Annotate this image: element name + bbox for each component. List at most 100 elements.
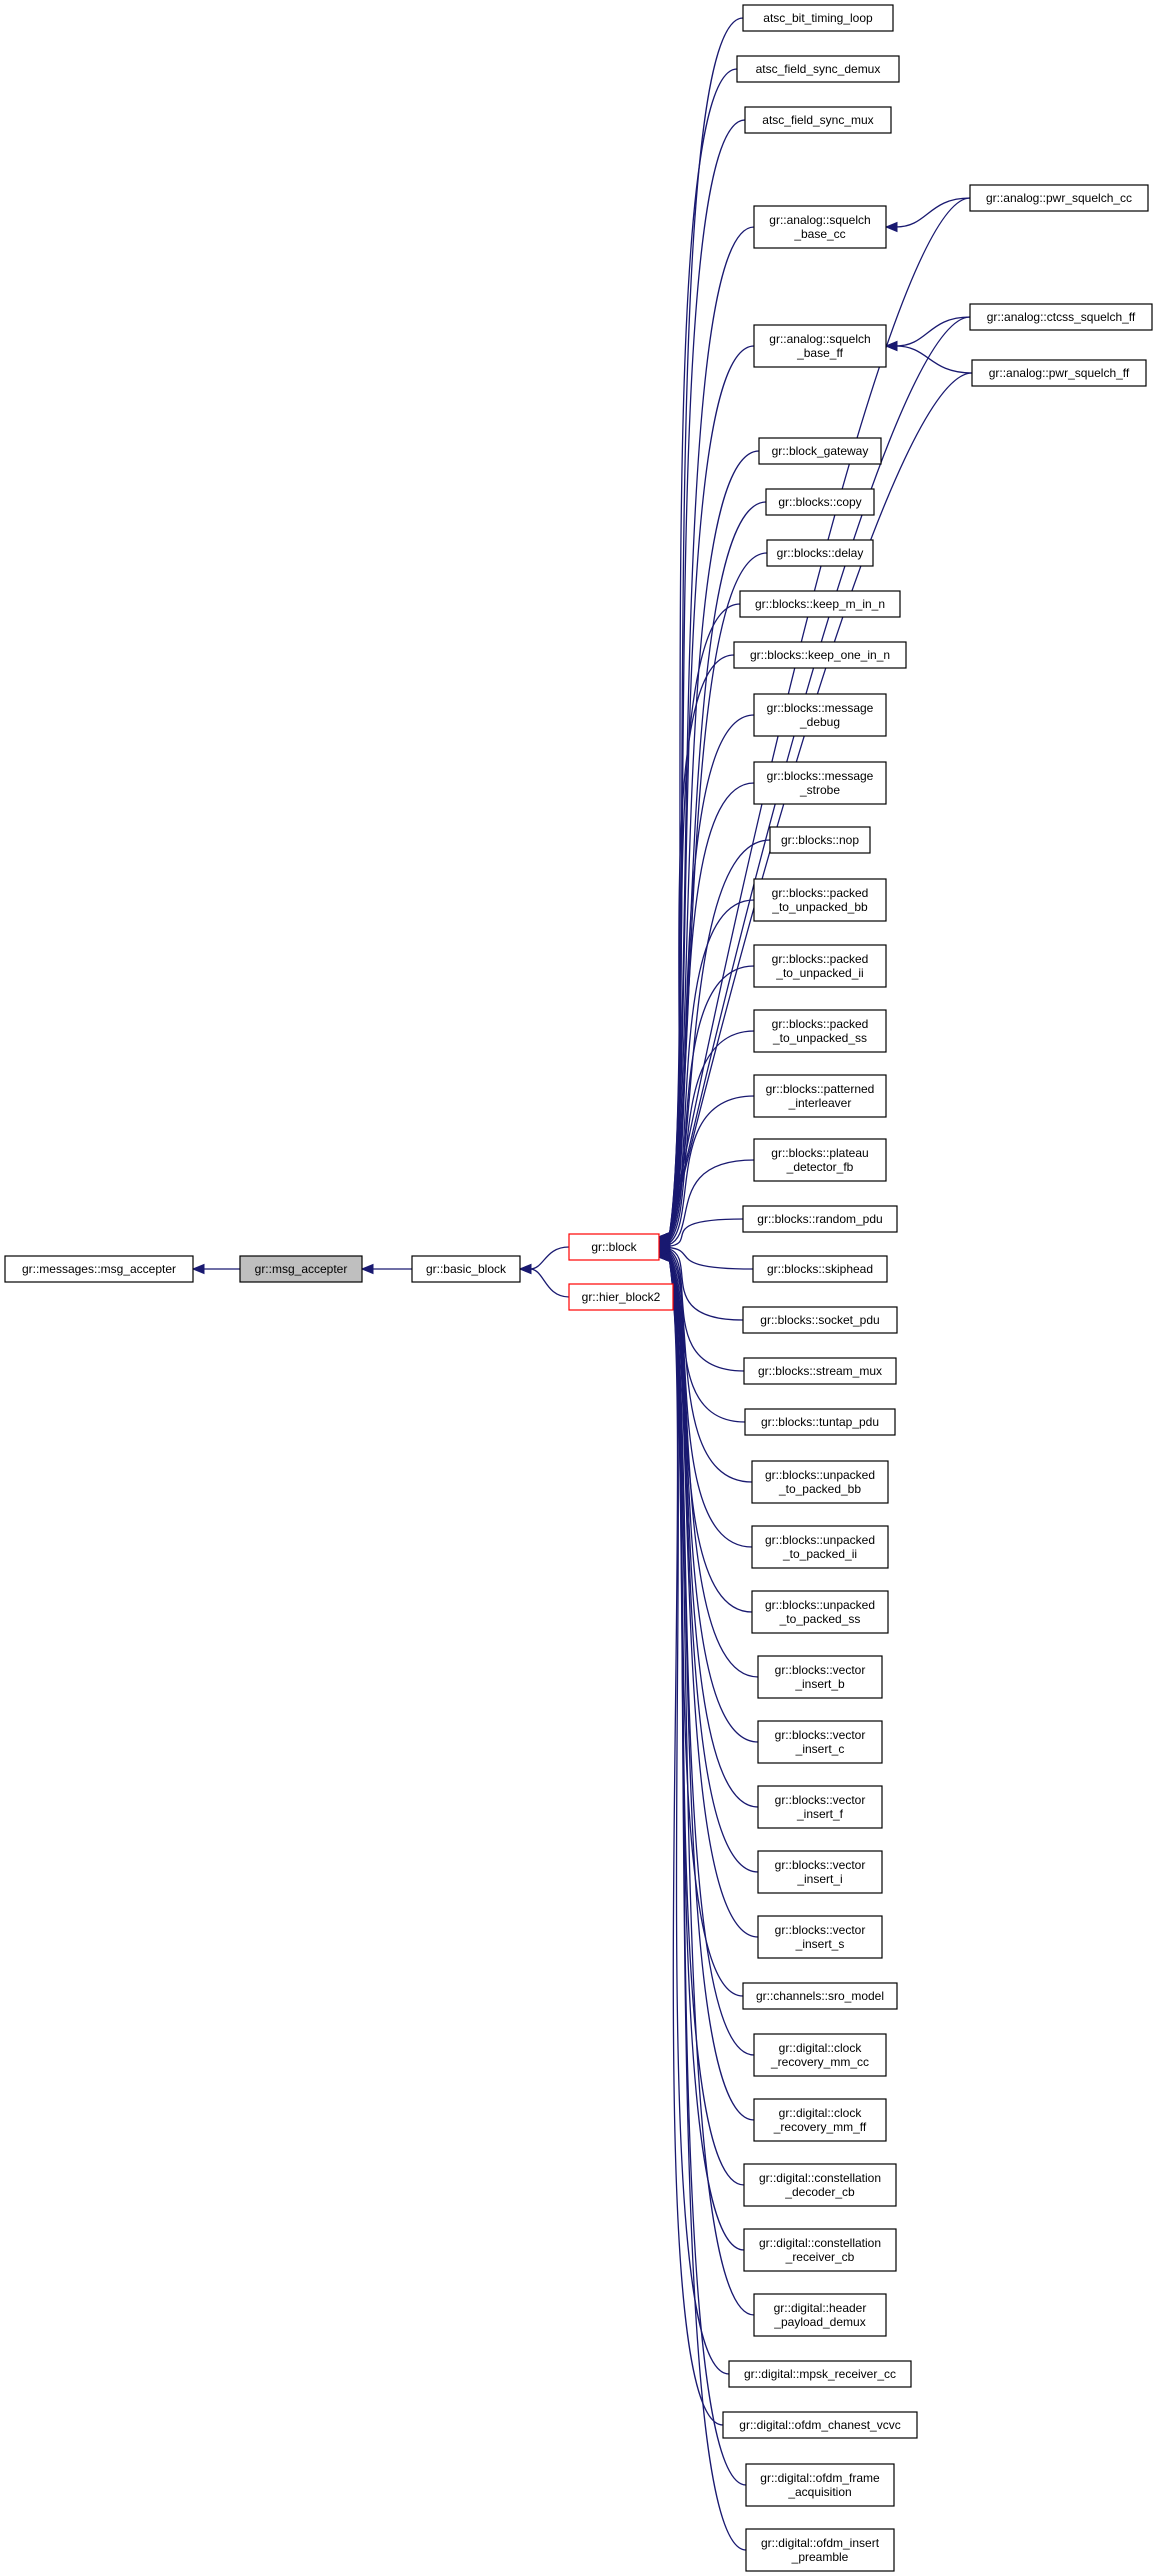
edge-line	[668, 1252, 753, 1483]
node-label: gr::digital::ofdm_insert	[761, 2536, 880, 2550]
node-label: gr::blocks::packed	[772, 886, 869, 900]
node-ofdm-insert-preamble[interactable]: gr::digital::ofdm_insert_preamble	[745, 2528, 895, 2572]
edge-line	[668, 119, 746, 1238]
node-packed-to-unpacked-ii[interactable]: gr::blocks::packed_to_unpacked_ii	[753, 944, 887, 988]
nodes-layer: gr::messages::msg_accepter gr::msg_accept…	[4, 4, 1153, 2572]
node-ofdm-chanest-vcvc[interactable]: gr::digital::ofdm_chanest_vcvc	[722, 2411, 918, 2439]
edge-line	[668, 782, 755, 1238]
node-box	[757, 1720, 883, 1764]
node-constellation-receiver-cb[interactable]: gr::digital::constellation_receiver_cb	[743, 2228, 897, 2272]
node-atsc-field-sync-demux[interactable]: atsc_field_sync_demux	[736, 55, 900, 83]
node-unpacked-to-packed-bb[interactable]: gr::blocks::unpacked_to_packed_bb	[751, 1460, 889, 1504]
edge-arrowhead	[518, 1263, 532, 1275]
node-sro-model[interactable]: gr::channels::sro_model	[742, 1982, 898, 2010]
node-constellation-decoder-cb[interactable]: gr::digital::constellation_decoder_cb	[743, 2163, 897, 2207]
node-box	[745, 2463, 895, 2507]
node-label: _to_packed_ii	[782, 1547, 857, 1561]
node-vector-insert-s[interactable]: gr::blocks::vector_insert_s	[757, 1915, 883, 1959]
node-box	[769, 826, 871, 854]
edge-arrowhead	[657, 1251, 671, 1263]
node-clock-recovery-mm-cc[interactable]: gr::digital::clock_recovery_mm_cc	[753, 2033, 887, 2077]
node-label: atsc_bit_timing_loop	[763, 11, 873, 25]
node-box	[765, 488, 875, 516]
node-vector-insert-f[interactable]: gr::blocks::vector_insert_f	[757, 1785, 883, 1829]
node-label: _recovery_mm_ff	[773, 2120, 867, 2134]
edge-ofdm-insert-preamble-to-block	[657, 1251, 747, 2551]
node-msg-accepter[interactable]: gr::msg_accepter	[239, 1255, 363, 1283]
edge-line	[668, 1254, 753, 1548]
node-block-gateway[interactable]: gr::block_gateway	[758, 437, 882, 465]
edge-atsc-field-sync-demux-to-block	[657, 68, 738, 1243]
node-box	[757, 1785, 883, 1829]
node-vector-insert-c[interactable]: gr::blocks::vector_insert_c	[757, 1720, 883, 1764]
node-stream-mux[interactable]: gr::blocks::stream_mux	[743, 1357, 897, 1385]
node-skiphead[interactable]: gr::blocks::skiphead	[752, 1255, 888, 1283]
node-squelch-base-ff[interactable]: gr::analog::squelch_base_ff	[753, 324, 887, 368]
node-label: _insert_i	[796, 1872, 842, 1886]
edge-basic-block-to-msg-accepter	[360, 1263, 412, 1275]
node-unpacked-to-packed-ii[interactable]: gr::blocks::unpacked_to_packed_ii	[751, 1525, 889, 1569]
node-pwr-squelch-cc[interactable]: gr::analog::pwr_squelch_cc	[969, 184, 1149, 212]
node-clock-recovery-mm-ff[interactable]: gr::digital::clock_recovery_mm_ff	[753, 2098, 887, 2142]
node-atsc-field-sync-mux[interactable]: atsc_field_sync_mux	[744, 106, 892, 134]
edge-hier-block2-to-basic-block	[518, 1263, 570, 1298]
node-header-payload-demux[interactable]: gr::digital::header_payload_demux	[753, 2293, 887, 2337]
node-atsc-bit-timing-loop[interactable]: atsc_bit_timing_loop	[742, 4, 894, 32]
node-label: _to_packed_ss	[779, 1612, 861, 1626]
node-label: gr::channels::sro_model	[756, 1989, 884, 2003]
node-messages-msg-accepter[interactable]: gr::messages::msg_accepter	[4, 1255, 194, 1283]
edge-line	[668, 1249, 745, 1372]
node-label: gr::analog::squelch	[769, 332, 870, 346]
node-label: gr::blocks::unpacked	[765, 1598, 875, 1612]
edge-line	[668, 1256, 747, 2551]
node-mpsk-receiver-cc[interactable]: gr::digital::mpsk_receiver_cc	[728, 2360, 912, 2388]
node-keep-one-in-n[interactable]: gr::blocks::keep_one_in_n	[733, 641, 907, 669]
edge-pwr-squelch-cc-to-squelch-base-cc	[884, 197, 971, 233]
node-patterned-interleaver[interactable]: gr::blocks::patterned_interleaver	[753, 1074, 887, 1118]
node-label: gr::digital::mpsk_receiver_cc	[744, 2367, 896, 2381]
node-box	[751, 1460, 889, 1504]
node-box	[969, 303, 1153, 331]
edge-line	[668, 1248, 744, 1321]
node-socket-pdu[interactable]: gr::blocks::socket_pdu	[742, 1306, 898, 1334]
node-random-pdu[interactable]: gr::blocks::random_pdu	[742, 1205, 898, 1233]
node-vector-insert-i[interactable]: gr::blocks::vector_insert_i	[757, 1850, 883, 1894]
edge-squelch-base-ff-to-block	[657, 345, 755, 1243]
node-label: gr::digital::ofdm_chanest_vcvc	[739, 2418, 900, 2432]
node-nop[interactable]: gr::blocks::nop	[769, 826, 871, 854]
node-box	[753, 878, 887, 922]
node-message-debug[interactable]: gr::blocks::message_debug	[753, 693, 887, 737]
node-vector-insert-b[interactable]: gr::blocks::vector_insert_b	[757, 1655, 883, 1699]
node-unpacked-to-packed-ss[interactable]: gr::blocks::unpacked_to_packed_ss	[751, 1590, 889, 1634]
node-packed-to-unpacked-bb[interactable]: gr::blocks::packed_to_unpacked_bb	[753, 878, 887, 922]
node-plateau-detector-fb[interactable]: gr::blocks::plateau_detector_fb	[753, 1138, 887, 1182]
node-box	[969, 184, 1149, 212]
node-box	[743, 2228, 897, 2272]
edge-vector-insert-i-to-block	[657, 1251, 759, 1873]
edge-line	[668, 1256, 759, 1678]
node-ofdm-frame-acquisition[interactable]: gr::digital::ofdm_frame_acquisition	[745, 2463, 895, 2507]
node-squelch-base-cc[interactable]: gr::analog::squelch_base_cc	[753, 205, 887, 249]
node-label: _to_packed_bb	[778, 1482, 861, 1496]
node-tuntap-pdu[interactable]: gr::blocks::tuntap_pdu	[744, 1408, 896, 1436]
node-label: atsc_field_sync_mux	[762, 113, 873, 127]
node-label: gr::blocks::vector	[775, 1923, 866, 1937]
node-box	[757, 1915, 883, 1959]
node-ctcss-squelch-ff[interactable]: gr::analog::ctcss_squelch_ff	[969, 303, 1153, 331]
node-copy[interactable]: gr::blocks::copy	[765, 488, 875, 516]
node-packed-to-unpacked-ss[interactable]: gr::blocks::packed_to_unpacked_ss	[753, 1009, 887, 1053]
node-keep-m-in-n[interactable]: gr::blocks::keep_m_in_n	[739, 590, 901, 618]
node-box	[758, 437, 882, 465]
node-hier-block2[interactable]: gr::hier_block2	[568, 1283, 674, 1311]
node-pwr-squelch-ff[interactable]: gr::analog::pwr_squelch_ff	[971, 359, 1147, 387]
node-basic-block[interactable]: gr::basic_block	[411, 1255, 521, 1283]
node-label: _debug	[799, 715, 840, 729]
node-label: gr::block	[591, 1240, 637, 1254]
node-label: gr::blocks::nop	[781, 833, 859, 847]
node-delay[interactable]: gr::blocks::delay	[766, 539, 874, 567]
node-block[interactable]: gr::block	[568, 1233, 660, 1261]
node-label: _acquisition	[787, 2485, 851, 2499]
node-label: _to_unpacked_ii	[775, 966, 863, 980]
node-message-strobe[interactable]: gr::blocks::message_strobe	[753, 761, 887, 805]
